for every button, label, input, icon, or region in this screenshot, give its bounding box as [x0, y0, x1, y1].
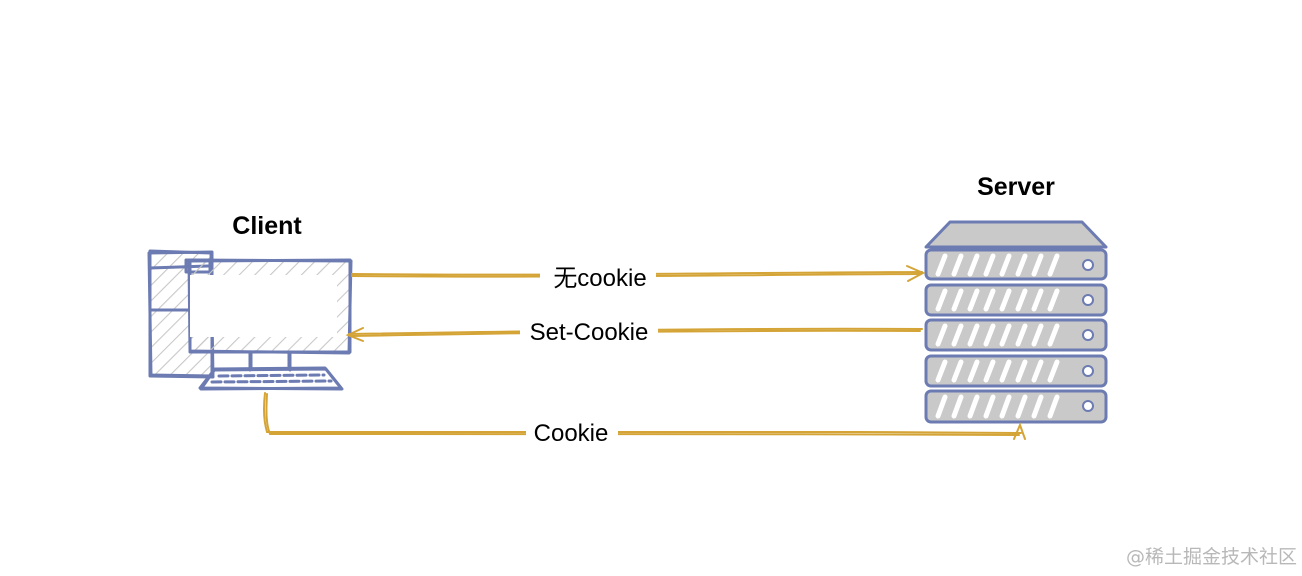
server-rack-icon — [924, 220, 1108, 424]
arrowhead-icon — [906, 265, 926, 282]
server-vent-slots — [935, 253, 1060, 419]
edge-label: Set-Cookie — [530, 319, 649, 346]
client-node: Client — [147, 212, 353, 391]
watermark: @稀土掘金技术社区 — [1126, 546, 1297, 568]
arrow-line — [262, 392, 1022, 434]
server-node: Server — [924, 173, 1108, 424]
arrow-line — [265, 393, 1020, 436]
edge-label: Cookie — [534, 420, 609, 447]
server-label: Server — [977, 173, 1055, 201]
edge-response-set-cookie: Set-Cookie — [345, 316, 923, 348]
client-label: Client — [232, 212, 302, 240]
server-status-leds — [1082, 259, 1094, 412]
desktop-computer-icon — [147, 249, 353, 391]
edge-label: 无cookie — [553, 265, 646, 292]
arrowhead-icon — [1013, 422, 1026, 440]
edge-request-no-cookie: 无cookie — [351, 260, 926, 292]
edge-request-with-cookie: Cookie — [262, 392, 1026, 448]
arrowhead-icon — [345, 327, 364, 342]
